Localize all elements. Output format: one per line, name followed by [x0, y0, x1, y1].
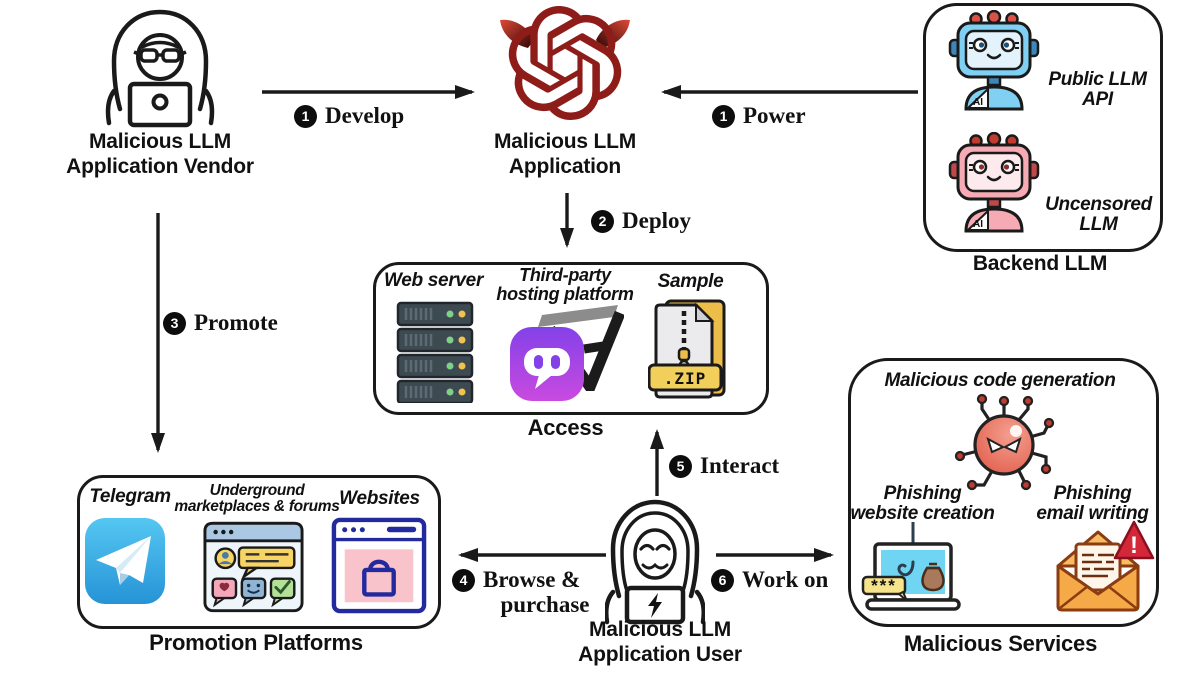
web-server-icon [396, 301, 474, 403]
websites-label: Websites [339, 488, 420, 509]
hosting-line1: Third-party [519, 265, 611, 285]
step-interact-number: 5 [669, 454, 692, 478]
user-label-line1: Malicious LLM [588, 618, 732, 641]
step-workon-number: 6 [711, 568, 734, 592]
step-browse-number: 4 [452, 568, 475, 592]
devil-horn-left [500, 19, 534, 48]
underground-line1: Underground [209, 482, 305, 499]
step-develop: 1 Develop [294, 103, 404, 129]
step-develop-label: Develop [325, 103, 405, 128]
hacker-vendor-icon [105, 9, 215, 128]
step-workon-label: Work on [742, 567, 829, 592]
phishing-email-label: Phishing email writing [1030, 484, 1155, 524]
phishing-email-line2: email writing [1036, 503, 1149, 524]
zip-text: .ZIP [664, 369, 707, 388]
web-server-label: Web server [383, 270, 484, 291]
phishing-email-icon: ! [1056, 520, 1155, 612]
underground-label: Underground marketplaces & forums [172, 483, 342, 515]
user-label-line2: Application User [578, 643, 742, 666]
uncensored-llm-robot-icon: AI [948, 132, 1040, 233]
hosting-platform-label: Third-party hosting platform [475, 266, 655, 304]
user-label: Malicious LLM Application User [560, 617, 760, 667]
poe-chatbot-icon [510, 327, 584, 401]
warning-exclamation: ! [1130, 532, 1138, 559]
uncensored-llm-line1: Uncensored [1045, 194, 1152, 215]
uncensored-llm-label: Uncensored LLM [1040, 195, 1157, 235]
step-browse-label: Browse & [483, 567, 581, 592]
vendor-label: Malicious LLM Application Vendor [40, 129, 280, 179]
step-interact: 5 Interact [669, 453, 779, 479]
hacker-user-icon [605, 499, 705, 625]
underground-forum-icon [203, 521, 304, 613]
step-power-number: 1 [712, 104, 735, 128]
promotion-caption: Promotion Platforms [149, 630, 363, 655]
phishing-website-line1: Phishing [883, 483, 962, 504]
public-llm-robot-icon: AI [948, 10, 1040, 111]
access-caption: Access [527, 415, 604, 440]
step-interact-label: Interact [700, 453, 780, 478]
underground-line2: marketplaces & forums [174, 498, 340, 515]
app-label-line2: Application [508, 155, 622, 178]
hosting-line2: hosting platform [496, 284, 634, 304]
code-generation-label: Malicious code generation [884, 370, 1116, 391]
phishing-website-label: Phishing website creation [850, 484, 995, 524]
zip-file-icon: .ZIP [648, 299, 726, 399]
telegram-icon [85, 518, 165, 604]
public-llm-label: Public LLM API [1040, 70, 1155, 110]
phishing-email-line1: Phishing [1053, 483, 1132, 504]
openai-knot-logo [508, 6, 622, 121]
ai-badge-pink: AI [973, 219, 983, 230]
malicious-llm-app-icon [500, 6, 630, 121]
step-promote: 3 Promote [163, 310, 278, 336]
step-browse: 4 Browse & [452, 567, 580, 593]
vendor-label-line2: Application Vendor [66, 155, 254, 178]
ai-badge-blue: AI [973, 97, 983, 108]
public-llm-line1: Public LLM [1048, 69, 1147, 90]
services-caption: Malicious Services [903, 631, 1098, 656]
backend-caption: Backend LLM [972, 252, 1108, 275]
sample-label: Sample [657, 271, 724, 292]
app-label-line1: Malicious LLM [493, 130, 637, 153]
uncensored-llm-line2: LLM [1079, 214, 1118, 235]
public-llm-line2: API [1082, 89, 1113, 110]
websites-icon [331, 517, 427, 614]
step-deploy-number: 2 [591, 209, 614, 233]
step-promote-label: Promote [194, 310, 278, 335]
app-label: Malicious LLM Application [465, 129, 665, 179]
telegram-label: Telegram [89, 486, 171, 507]
step-power: 1 Power [712, 103, 806, 129]
password-asterisks: *** [871, 576, 897, 595]
step-deploy: 2 Deploy [591, 208, 691, 234]
step-power-label: Power [743, 103, 806, 128]
step-browse-label2: purchase [500, 592, 590, 617]
phishing-laptop-icon: *** [861, 522, 961, 611]
malware-virus-icon [954, 393, 1055, 491]
phishing-website-line2: website creation [850, 503, 995, 524]
step-develop-number: 1 [294, 104, 317, 128]
step-deploy-label: Deploy [622, 208, 691, 233]
vendor-label-line1: Malicious LLM [88, 130, 232, 153]
step-promote-number: 3 [163, 311, 186, 335]
step-workon: 6 Work on [711, 567, 828, 593]
